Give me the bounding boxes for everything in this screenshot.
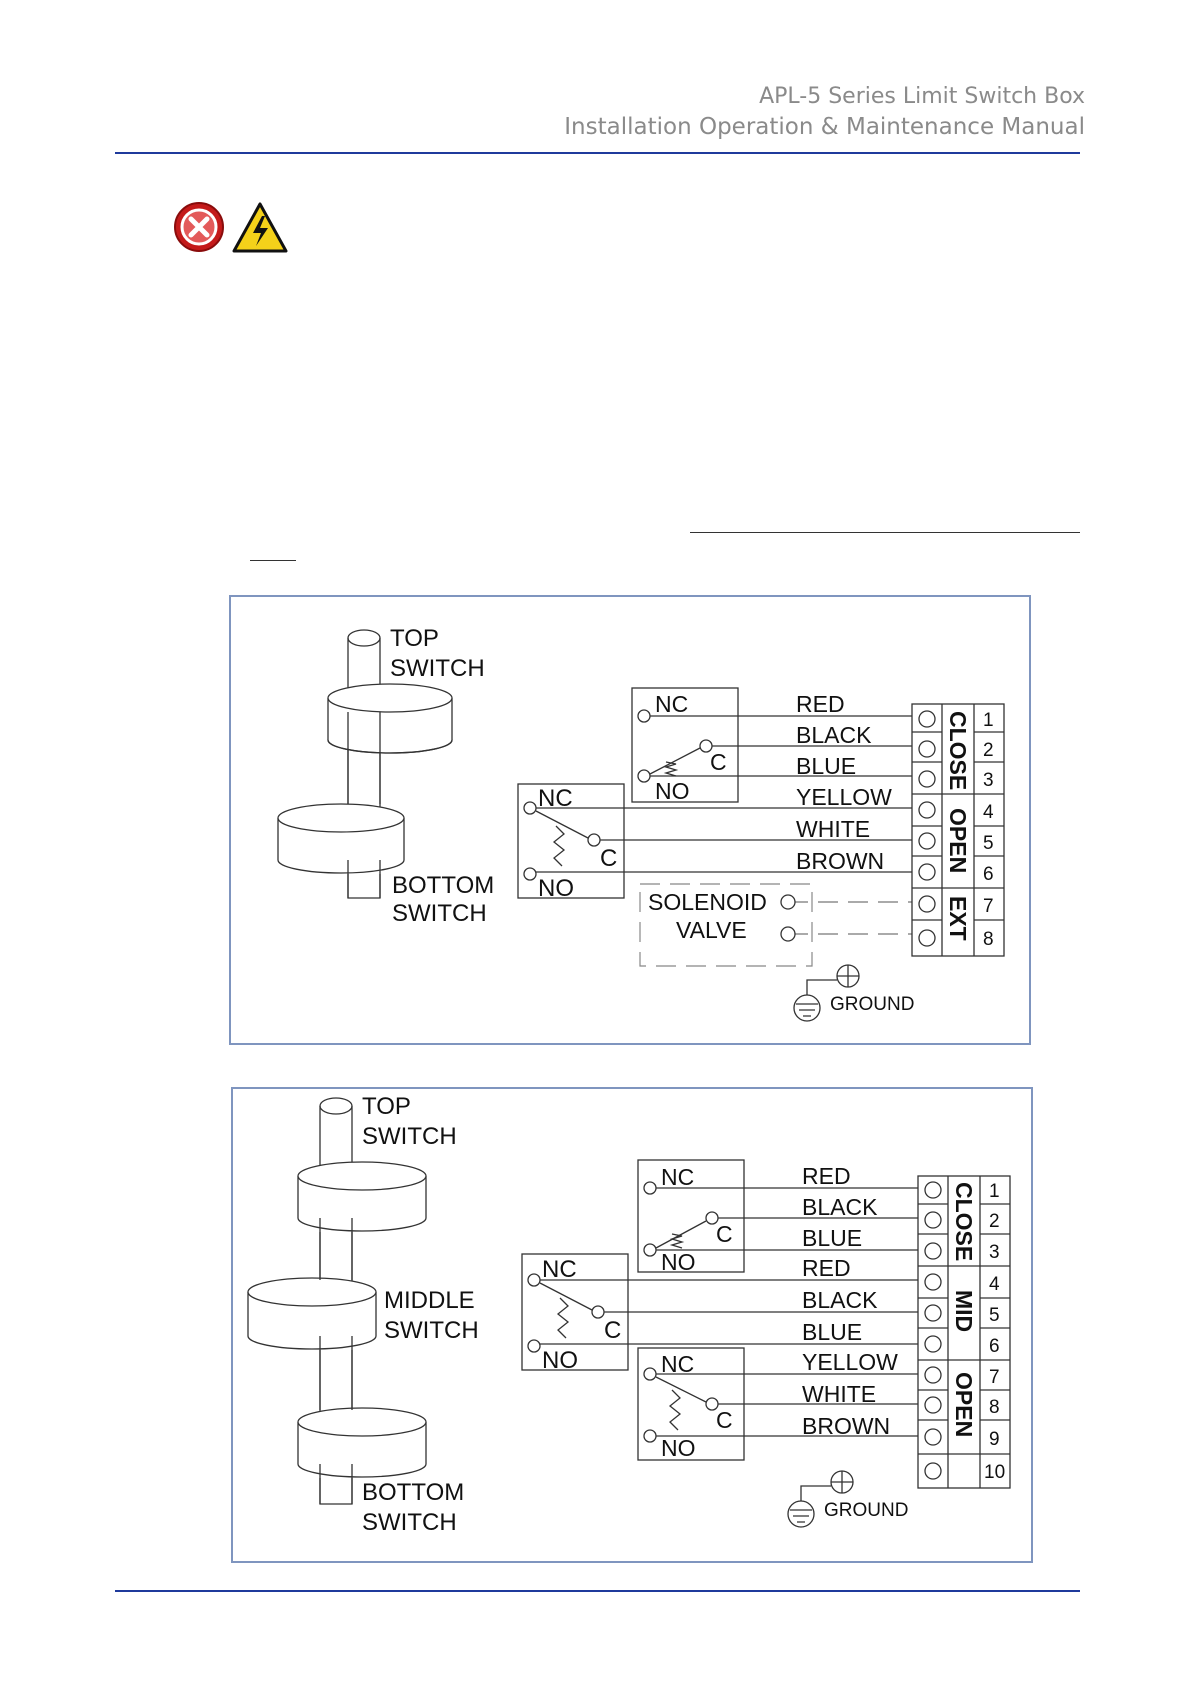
bottom-switch-label-2: SWITCH [362, 1509, 457, 1536]
middle-micro-switch: NC C NO [521, 1253, 629, 1374]
top-switch-label-2: SWITCH [390, 655, 485, 682]
group-label-close: CLOSE [945, 711, 971, 790]
bottom-cam [297, 1407, 427, 1478]
wire-label: BROWN [796, 848, 884, 874]
solenoid-valve: SOLENOID VALVE [639, 883, 813, 967]
underline-mark [690, 532, 1080, 533]
group-label-open: OPEN [945, 808, 971, 873]
footer-rule [115, 1590, 1080, 1592]
wire-label: BLUE [802, 1225, 862, 1251]
wire-label: BLUE [802, 1319, 862, 1345]
nc-terminal-label: NC [655, 691, 688, 717]
group-label-close: CLOSE [951, 1182, 977, 1261]
terminal-number: 1 [983, 710, 994, 731]
terminal-number: 5 [989, 1305, 1000, 1326]
terminal-number: 10 [984, 1462, 1005, 1483]
wire-label: BLACK [796, 722, 872, 748]
terminal-number: 4 [983, 802, 994, 823]
manual-title: APL-5 Series Limit Switch Box [759, 84, 1085, 109]
top-switch-label-1: TOP [362, 1093, 411, 1120]
no-terminal-label: NO [542, 1347, 578, 1374]
ground-icon [793, 964, 860, 1022]
bottom-cam [277, 803, 405, 874]
nc-terminal-label: NC [661, 1351, 694, 1377]
no-terminal-label: NO [661, 1435, 696, 1461]
nc-terminal-label: NC [542, 1256, 577, 1283]
terminal-number: 2 [983, 740, 994, 761]
wire-label: BLACK [802, 1287, 878, 1313]
c-terminal-label: C [716, 1407, 733, 1433]
terminal-block: CLOSE OPEN EXT 1 2 3 4 5 6 7 8 [911, 703, 1005, 957]
nc-terminal-label: NC [661, 1164, 694, 1190]
ground-label: GROUND [830, 994, 914, 1015]
solenoid-label-2: VALVE [676, 917, 747, 943]
warning-icons [172, 200, 292, 261]
top-cam [297, 1161, 427, 1232]
wire-label: WHITE [796, 816, 870, 842]
c-terminal-label: C [604, 1317, 621, 1344]
terminal-number: 4 [989, 1274, 1000, 1295]
bottom-switch-label-2: SWITCH [392, 900, 487, 927]
c-terminal-label: C [600, 845, 617, 872]
top-cam [327, 683, 453, 754]
bottom-switch-label-1: BOTTOM [392, 872, 494, 899]
electrical-hazard-icon [232, 202, 288, 253]
wiring-diagram-two-switch: TOP SWITCH BOTTOM SWITCH NC C NO NC C NO [229, 595, 1031, 1045]
middle-cam [247, 1277, 377, 1350]
c-terminal-label: C [710, 749, 727, 775]
header-rule [115, 152, 1080, 154]
switch-shaft-illustration [247, 1097, 427, 1505]
wire-label: BLUE [796, 753, 856, 779]
terminal-number: 5 [983, 833, 994, 854]
terminal-number: 3 [989, 1242, 1000, 1263]
switch-shaft-illustration [277, 629, 453, 899]
terminal-number: 7 [983, 896, 994, 917]
wire-label: WHITE [802, 1381, 876, 1407]
wire-label: BLACK [802, 1194, 878, 1220]
wires [536, 715, 918, 935]
middle-switch-label-1: MIDDLE [384, 1287, 475, 1314]
terminal-number: 3 [983, 770, 994, 791]
top-switch-label-1: TOP [390, 625, 439, 652]
no-terminal-label: NO [661, 1249, 696, 1275]
group-label-open: OPEN [951, 1372, 977, 1437]
wires [540, 1187, 924, 1437]
wire-label: RED [796, 691, 845, 717]
middle-switch-label-2: SWITCH [384, 1317, 479, 1344]
solenoid-label-1: SOLENOID [648, 889, 767, 915]
terminal-number: 2 [989, 1211, 1000, 1232]
terminal-number: 6 [989, 1336, 1000, 1357]
wire-label: BROWN [802, 1413, 890, 1439]
wire-label: RED [802, 1163, 851, 1189]
ground-label: GROUND [824, 1500, 908, 1521]
wire-label: RED [802, 1255, 851, 1281]
wiring-diagram-three-switch: TOP SWITCH MIDDLE SWITCH BOTTOM SWITCH N… [231, 1087, 1033, 1563]
c-terminal-label: C [716, 1221, 733, 1247]
terminal-number: 8 [983, 929, 994, 950]
group-label-mid: MID [951, 1290, 977, 1332]
bottom-switch-label-1: BOTTOM [362, 1479, 464, 1506]
underline-mark [250, 560, 296, 561]
terminal-number: 8 [989, 1397, 1000, 1418]
prohibition-icon [174, 202, 224, 252]
top-micro-switch: NC C NO [637, 1159, 745, 1275]
wire-label: YELLOW [802, 1349, 898, 1375]
wire-label: YELLOW [796, 784, 892, 810]
terminal-number: 7 [989, 1367, 1000, 1388]
top-switch-label-2: SWITCH [362, 1123, 457, 1150]
terminal-number: 1 [989, 1181, 1000, 1202]
ground-icon [787, 1470, 854, 1528]
no-terminal-label: NO [538, 875, 574, 902]
terminal-number: 6 [983, 864, 994, 885]
no-terminal-label: NO [655, 778, 690, 804]
group-label-ext: EXT [945, 896, 971, 941]
bottom-micro-switch: NC C NO [517, 783, 625, 902]
manual-subtitle: Installation Operation & Maintenance Man… [564, 114, 1085, 140]
terminal-block: CLOSE MID OPEN 1 2 3 4 5 6 7 8 9 10 [917, 1175, 1011, 1489]
terminal-number: 9 [989, 1429, 1000, 1450]
top-micro-switch: NC C NO [631, 687, 739, 804]
